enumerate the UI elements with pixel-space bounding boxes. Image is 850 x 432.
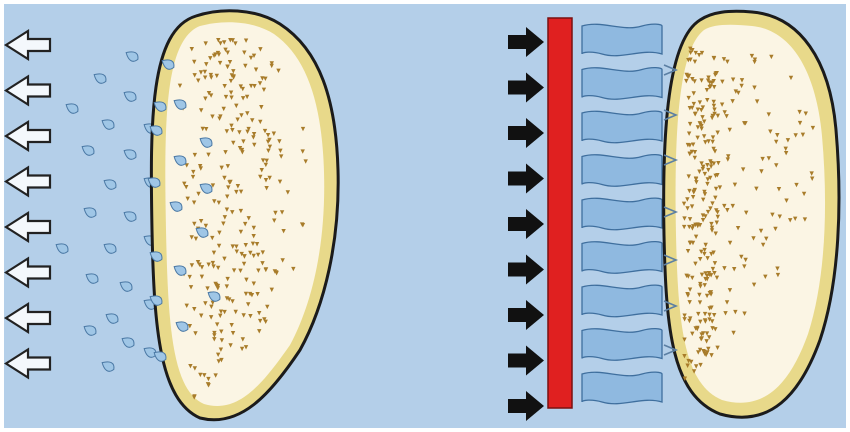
wave-strip xyxy=(582,111,662,143)
wave-strip xyxy=(582,24,662,56)
cell-body xyxy=(676,25,825,403)
wave-strip xyxy=(582,155,662,187)
red-barrier-bar xyxy=(548,18,572,408)
wave-strip xyxy=(582,198,662,230)
wave-strip xyxy=(582,68,662,100)
wave-strip xyxy=(582,329,662,361)
wave-strip-column xyxy=(582,24,662,404)
solid-arrow-column xyxy=(508,27,544,421)
wave-strip xyxy=(582,285,662,317)
wave-strip xyxy=(582,372,662,404)
wave-strip xyxy=(582,242,662,274)
